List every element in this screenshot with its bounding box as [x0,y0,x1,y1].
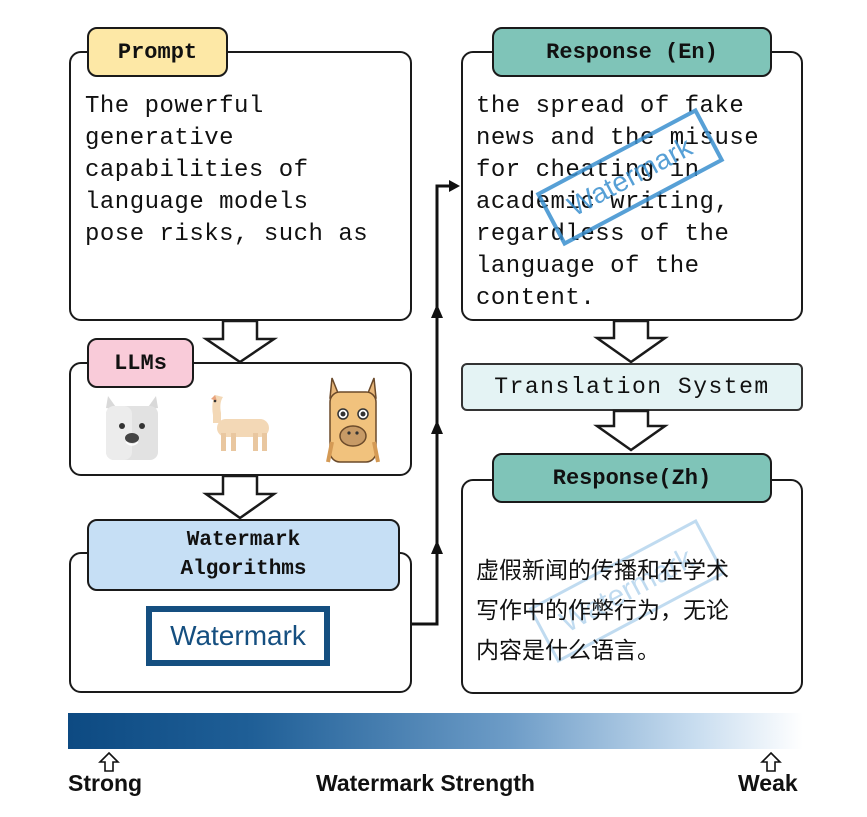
strength-title: Watermark Strength [316,770,535,796]
response-en-tag: Response (En) [492,27,772,77]
algorithms-tag: Watermark Algorithms [87,519,400,591]
llama-cartoon-icon [326,377,380,463]
response-en-box [461,51,803,321]
watermark-strength-bar [68,713,803,749]
weak-label: Weak [738,770,798,796]
prompt-text: The powerful generative capabilities of … [85,93,369,248]
prompt-tag: Prompt [87,27,228,77]
watermark-logo-text: Watermark [170,620,306,651]
strong-marker-icon [98,751,120,772]
llms-tag: LLMs [87,338,194,388]
response-zh-text: 虚假新闻的传播和在学术 写作中的作弊行为，无论 内容是什么语言。 [476,558,729,664]
prompt-box [69,51,412,321]
strong-label: Strong [68,770,143,796]
translation-system-label: Translation System [494,374,770,400]
response-zh-tag: Response(Zh) [492,453,772,503]
translation-system-box: Translation System [461,363,803,411]
llama-face-icon [106,396,158,460]
weak-marker-icon [760,751,782,772]
llama-body-icon [211,395,269,451]
watermark-logo: Watermark [146,606,330,666]
response-en-text: the spread of fake news and the misuse f… [476,93,760,312]
